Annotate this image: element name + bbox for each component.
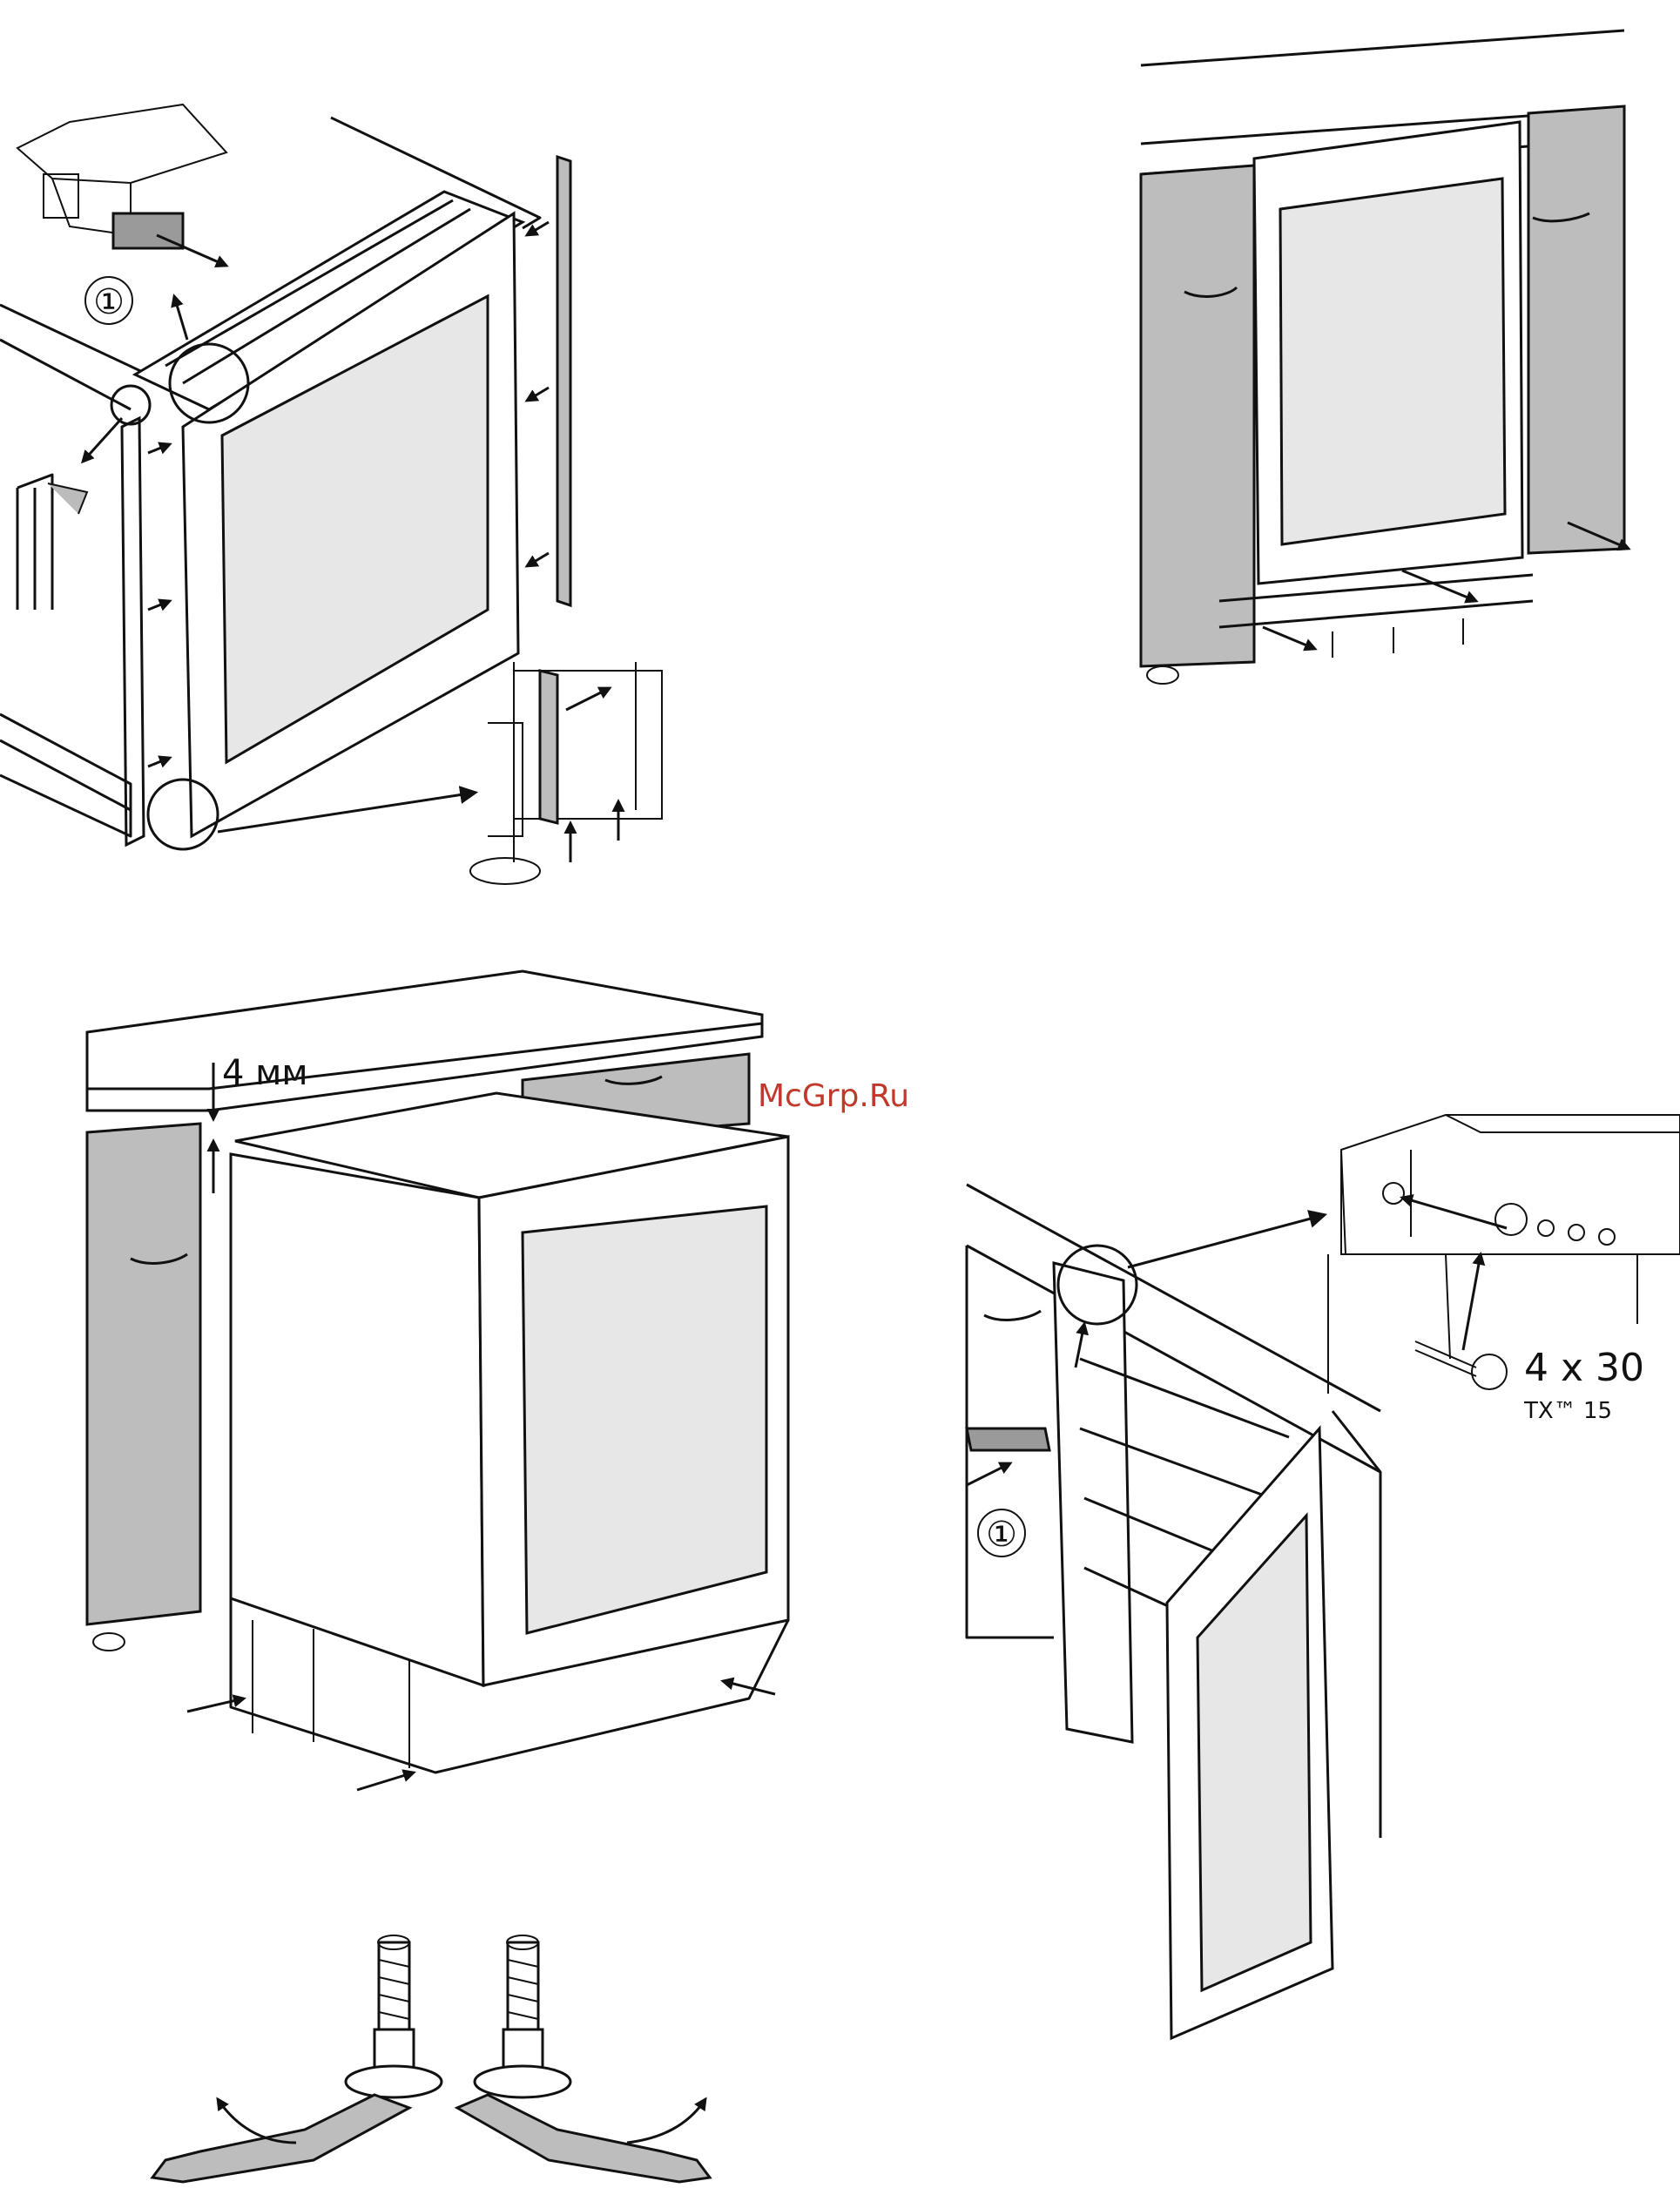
screw-bit-label: TX™ 15 [1523,1398,1612,1424]
remove-cover-arrow [157,235,226,266]
screw-icon [1415,1341,1507,1389]
right-cabinet-panel [1528,106,1624,553]
cover-strip-right [967,1428,1049,1450]
panel-screw-fixing: ① 4 x 30 TX™ 15 [967,1115,1680,2038]
strip-push-arrows [148,444,170,766]
panel-door-trim-mounting: ① [0,105,662,884]
watermark: McGrp.Ru [758,1078,909,1114]
gap-dimension-label: 4 мм [222,1053,308,1093]
slide-in-arrows [187,1681,775,1790]
control-panel-inset [17,105,226,266]
screw-detail-circle [111,386,150,424]
panel-adjustable-feet [152,1935,710,2182]
installed-door-glass [1280,179,1505,544]
panel-installed-front-view [1141,30,1629,684]
step-callout-1: ① [93,282,125,322]
right-trim-strip [557,157,570,605]
left-cabinet-panel [1141,165,1254,666]
appliance-door-glass [523,1206,766,1633]
strip-right-arrows [527,222,549,566]
left-foot [346,1935,442,2097]
appliance-side [231,1154,483,1685]
hinge-screw-inset: 4 x 30 TX™ 15 [1328,1115,1680,1424]
right-foot [475,1935,570,2097]
panel-countertop-gap: 4 мм [87,971,788,1790]
left-base-cabinet [87,1124,200,1624]
left-wrench [152,2095,409,2182]
step-callout-1-right: ① [986,1515,1017,1555]
screw-size-label: 4 x 30 [1524,1346,1644,1390]
right-wrench [457,2095,710,2182]
